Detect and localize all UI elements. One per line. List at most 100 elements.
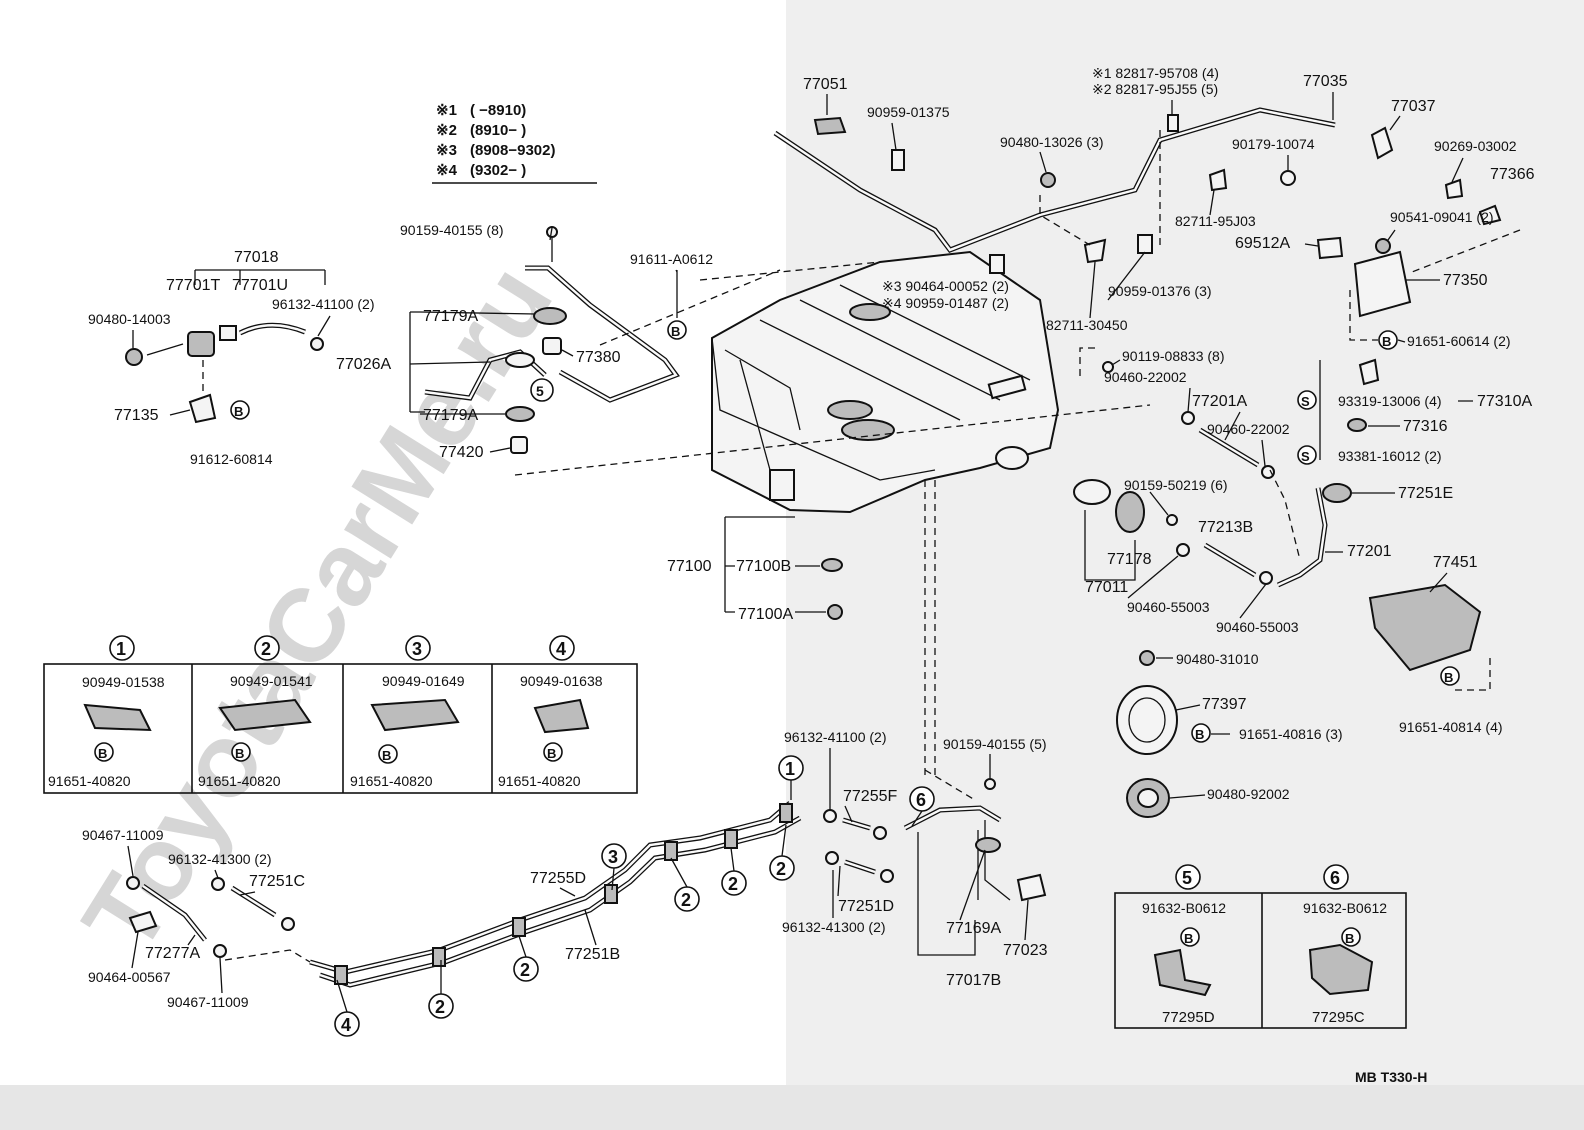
label-77023: 77023 [1003, 942, 1048, 959]
bracket-box-5-assy: 77295D [1162, 1009, 1215, 1026]
part-77100B [821, 558, 843, 572]
svg-text:5: 5 [1182, 868, 1192, 888]
label-90119-08833: 90119-08833 (8) [1122, 348, 1224, 364]
fuel-line-ref-markers: 1 2 2 2 3 2 2 4 6 [334, 755, 935, 1037]
clamp-90460-22002-a [1181, 411, 1195, 425]
clamp-2-c [664, 841, 678, 861]
svg-text:2: 2 [681, 890, 691, 910]
label-90159-40155-a: 90159-40155 (8) [400, 222, 504, 238]
leader-bracket-77179A [409, 311, 425, 413]
footnote-range-2: (8910− ) [470, 122, 526, 139]
label-90159-50219: 90159-50219 (6) [1124, 477, 1228, 493]
footnote-range-1: ( −8910) [470, 102, 526, 119]
part-77420 [510, 436, 528, 454]
corner-code: MB T330-H [1355, 1069, 1427, 1085]
label-77350: 77350 [1443, 272, 1488, 289]
label-77179A-b: 77179A [423, 407, 478, 424]
label-77701T: 77701T [166, 277, 220, 294]
label-77366: 77366 [1490, 166, 1535, 183]
label-90269-03002: 90269-03002 [1434, 138, 1517, 154]
part-90179-10074 [1280, 170, 1296, 186]
bolt-b-marker: B [234, 404, 243, 419]
part-77397 [1116, 685, 1178, 755]
label-90460-22002-a: 90460-22002 [1104, 369, 1187, 385]
part-77100A [827, 604, 843, 620]
protector-77451 [1368, 583, 1482, 672]
bolt-90119-08833 [1102, 361, 1114, 373]
part-82711-95J03 [1208, 168, 1228, 192]
clamp-box-4-bolt-part: 91651-40820 [498, 773, 581, 789]
spacer-s-2 [1297, 445, 1317, 465]
footnote-mark-2: ※2 [436, 122, 457, 139]
label-77100A: 77100A [738, 606, 793, 623]
label-77135: 77135 [114, 407, 159, 424]
label-90460-55003-a: 90460-55003 [1127, 599, 1210, 615]
clamp-96132-41300-b [825, 851, 839, 865]
part-69512A [1316, 236, 1344, 260]
label-82711-95J03: 82711-95J03 [1175, 213, 1256, 229]
part-77179A-bottom [505, 406, 535, 422]
label-77397: 77397 [1202, 696, 1247, 713]
tank-tab [987, 374, 1027, 400]
label-91651-40816: 91651-40816 (3) [1239, 726, 1343, 742]
bracket-detail-boxes: 5 6 91632-B0612 91632-B0612 B B 77295D 7… [1114, 864, 1407, 1029]
label-93319-13006: 93319-13006 (4) [1338, 393, 1442, 409]
part-90480-31010 [1139, 650, 1155, 666]
label-77251B: 77251B [565, 946, 620, 963]
part-labels: 77051 90959-01375 ※1 82817-95708 (4) ※2 … [82, 65, 1535, 1010]
label-69512A: 69512A [1235, 235, 1290, 252]
svg-text:3: 3 [608, 847, 618, 867]
label-77451: 77451 [1433, 554, 1478, 571]
svg-text:2: 2 [728, 874, 738, 894]
label-77251E: 77251E [1398, 485, 1453, 502]
label-77037: 77037 [1391, 98, 1436, 115]
label-90464-00052: ※3 90464-00052 (2) [882, 278, 1009, 294]
clamp-box-4-bolt: B [547, 746, 556, 761]
part-77135 [188, 393, 217, 424]
tank-strap-group: B 5 [409, 226, 1151, 476]
clamp-box-3-bolt: B [382, 748, 391, 763]
svg-text:6: 6 [1330, 868, 1340, 888]
clamp-box-2-ref [254, 635, 280, 661]
label-77026A: 77026A [336, 356, 391, 373]
label-77169A: 77169A [946, 920, 1001, 937]
label-90159-40155-b: 90159-40155 (5) [943, 736, 1047, 752]
clamp-detail-boxes: 1 2 3 4 90949-01538 90949-01541 90949-01… [43, 635, 638, 794]
clamp-90949-01638 [533, 698, 590, 734]
label-90480-14003: 90480-14003 [88, 311, 171, 327]
pump-tube [977, 820, 1011, 901]
part-90480-13026 [1040, 172, 1056, 188]
bracket-box-5-bolt: B [1184, 931, 1193, 946]
clamp-box-2-bolt: B [235, 746, 244, 761]
label-91611-A0612: 91611-A0612 [630, 251, 713, 267]
part-77701T [187, 331, 215, 357]
bolt-b-91612 [230, 400, 250, 420]
label-90541-09041: 90541-09041 (2) [1390, 209, 1494, 225]
label-77316: 77316 [1403, 418, 1448, 435]
clamp-96132-41100-b [823, 809, 837, 823]
clip-82817 [1167, 114, 1179, 132]
clamp-box-1-bolt-part: 91651-40820 [48, 773, 131, 789]
clamp-box-2-bolt-part: 91651-40820 [198, 773, 281, 789]
clamp-box-4-part: 90949-01638 [520, 673, 603, 689]
bracket-box-6-ref [1323, 864, 1349, 890]
svg-text:2: 2 [261, 639, 271, 659]
label-82817-95J55: ※2 82817-95J55 (5) [1092, 81, 1218, 97]
svg-text:4: 4 [556, 639, 566, 659]
clamp-90460-55003-a [1176, 543, 1190, 557]
label-90460-55003-b: 90460-55003 [1216, 619, 1299, 635]
label-90480-31010: 90480-31010 [1176, 651, 1259, 667]
label-77201A: 77201A [1192, 393, 1247, 410]
part-77011-plate [1073, 479, 1111, 505]
label-96132-41100-a: 96132-41100 (2) [272, 296, 374, 312]
svg-text:S: S [1301, 394, 1310, 409]
footnote-legend: ※1 ( −8910) ※2 (8910− ) ※3 (8908−9302) ※… [432, 102, 597, 184]
label-77100: 77100 [667, 558, 712, 575]
clamp-96132-41100 [310, 337, 324, 351]
svg-text:2: 2 [435, 997, 445, 1017]
clamp-box-1-ref [109, 635, 135, 661]
clamp-96132-41300-a [211, 877, 225, 891]
label-77213B: 77213B [1198, 519, 1253, 536]
part-77380 [542, 337, 562, 355]
spacer-s-1 [1297, 390, 1317, 410]
